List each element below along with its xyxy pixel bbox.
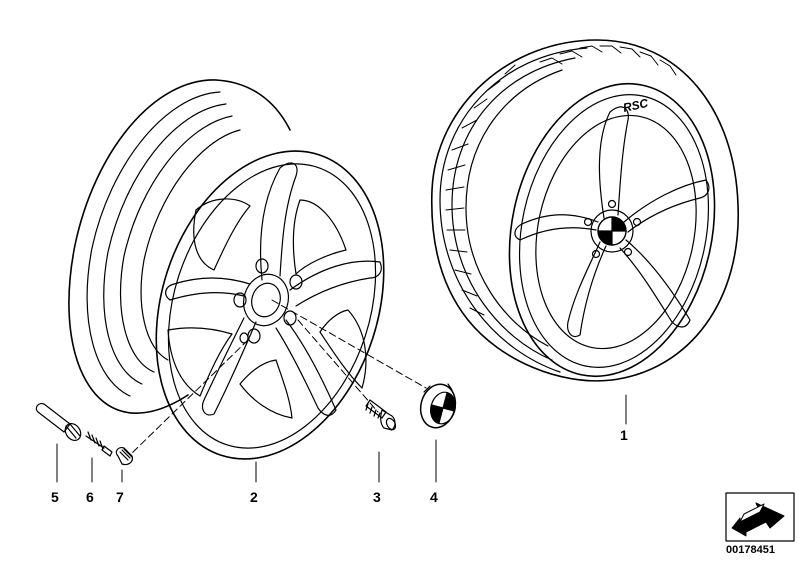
callout-1: 1 [620,427,628,443]
callout-3: 3 [373,489,381,505]
callout-6: 6 [86,489,94,505]
callout-4: 4 [430,489,438,505]
callout-7: 7 [116,489,124,505]
alloy-rim [68,79,385,460]
tire-valve [35,403,82,441]
callout-2: 2 [250,489,258,505]
hub-cap [419,383,457,429]
leader-lines [56,394,627,483]
diagram-code: 00178451 [726,544,775,556]
alignment-lines [129,299,427,456]
callout-5: 5 [51,489,59,505]
valve-insert [85,431,113,457]
valve-cap [115,447,133,466]
wheel-bolt [365,399,397,431]
back-arrow-icon[interactable] [725,492,795,542]
complete-wheel-with-tire: RSC [430,39,739,382]
tire-rsc-marking: RSC [622,96,650,115]
